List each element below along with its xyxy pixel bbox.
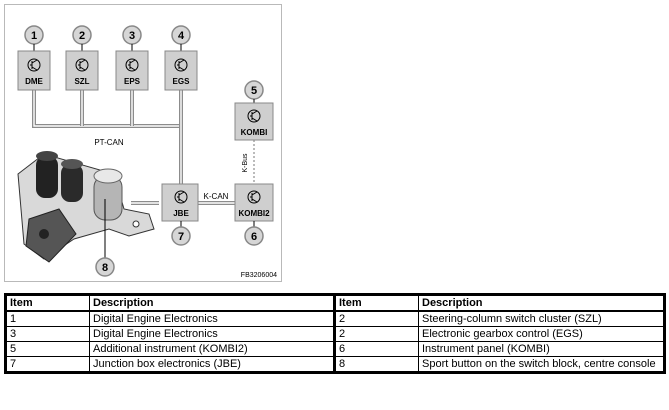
pt-can-label: PT-CAN: [94, 138, 124, 147]
number-badge: [244, 226, 264, 246]
legend-header-row: Item Description Item Description: [5, 294, 665, 312]
transistor-icon: [247, 109, 261, 123]
unit-egs: 4 EGS: [164, 25, 198, 91]
pt-can-bus: [32, 90, 183, 190]
description-cell: Electronic gearbox control (EGS): [418, 326, 665, 342]
header-description: Description: [418, 294, 665, 312]
table-row: 1 Digital Engine Electronics 2 Steering-…: [5, 310, 665, 327]
table-row: 5 Additional instrument (KOMBI2) 6 Instr…: [5, 341, 665, 357]
unit-number: 5: [251, 85, 257, 97]
unit-number: 2: [79, 30, 85, 42]
legend-table: Item Description Item Description 1 Digi…: [4, 293, 666, 374]
unit-number: 7: [178, 231, 184, 243]
unit-label: SZL: [74, 77, 89, 86]
table-row: 7 Junction box electronics (JBE) 8 Sport…: [5, 356, 665, 373]
k-can-label: K-CAN: [204, 192, 229, 201]
unit-label: JBE: [173, 209, 189, 218]
network-diagram: 1 DME 2 SZL 3 EPS 4 EGS: [4, 4, 282, 282]
unit-number: 8: [102, 262, 108, 274]
item-cell: 7: [5, 356, 90, 373]
header-item: Item: [5, 294, 90, 312]
header-item: Item: [333, 294, 419, 312]
number-badge: [171, 226, 191, 246]
transistor-icon: [75, 58, 89, 72]
unit-number: 6: [251, 231, 257, 243]
transistor-icon: [125, 58, 139, 72]
unit-jbe: JBE 7: [161, 183, 199, 246]
figure-code: FB3206004: [241, 272, 277, 279]
unit-dme: 1 DME: [17, 25, 51, 91]
item-cell: 6: [333, 341, 419, 357]
unit-number: 4: [178, 30, 185, 42]
transistor-icon: [174, 190, 188, 204]
description-cell: Digital Engine Electronics: [89, 326, 335, 342]
unit-label: EGS: [173, 77, 191, 86]
item-cell: 2: [333, 310, 419, 327]
table-row: 3 Digital Engine Electronics 2 Electroni…: [5, 326, 665, 342]
component-8-callout: 8: [95, 257, 115, 277]
actuator-illustration: [17, 151, 155, 263]
transistor-icon: [174, 58, 188, 72]
k-bus-label: K-Bus: [242, 153, 249, 173]
number-badge: [95, 257, 115, 277]
item-cell: 5: [5, 341, 90, 357]
unit-eps: 3 EPS: [115, 25, 149, 91]
unit-number: 1: [31, 30, 37, 42]
header-description: Description: [89, 294, 335, 312]
unit-label: DME: [25, 77, 43, 86]
transistor-icon: [27, 58, 41, 72]
transistor-icon: [247, 190, 261, 204]
description-cell: Steering-column switch cluster (SZL): [418, 310, 665, 327]
unit-kombi: 5 KOMBI: [234, 80, 274, 141]
item-cell: 8: [333, 356, 419, 373]
description-cell: Digital Engine Electronics: [89, 310, 335, 327]
description-cell: Sport button on the switch block, centre…: [418, 356, 665, 373]
description-cell: Instrument panel (KOMBI): [418, 341, 665, 357]
unit-label: KOMBI2: [238, 209, 270, 218]
item-cell: 1: [5, 310, 90, 327]
item-cell: 2: [333, 326, 419, 342]
unit-szl: 2 SZL: [65, 25, 99, 91]
item-cell: 3: [5, 326, 90, 342]
unit-label: KOMBI: [241, 128, 268, 137]
description-cell: Junction box electronics (JBE): [89, 356, 335, 373]
unit-label: EPS: [124, 77, 141, 86]
unit-kombi2: KOMBI2 6: [234, 183, 274, 246]
unit-number: 3: [129, 30, 135, 42]
description-cell: Additional instrument (KOMBI2): [89, 341, 335, 357]
